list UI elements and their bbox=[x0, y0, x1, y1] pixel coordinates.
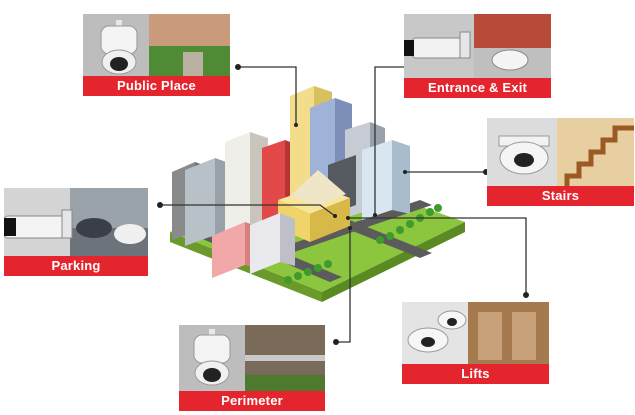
parking-label: Parking bbox=[4, 256, 148, 276]
speed-dome-camera-icon bbox=[179, 325, 325, 391]
perimeter-photo bbox=[179, 325, 325, 391]
lifts-card: Lifts bbox=[402, 302, 549, 384]
stairs-card: Stairs bbox=[487, 118, 634, 206]
entrance-exit-label: Entrance & Exit bbox=[404, 78, 551, 98]
stairs-photo bbox=[487, 118, 634, 186]
lifts-label: Lifts bbox=[402, 364, 549, 384]
bullet-camera-icon bbox=[4, 188, 148, 256]
entrance-exit-card: Entrance & Exit bbox=[404, 14, 551, 98]
stairs-label: Stairs bbox=[487, 186, 634, 206]
speed-dome-camera-icon bbox=[83, 14, 230, 76]
perimeter-card: Perimeter bbox=[179, 325, 325, 411]
bullet-camera-icon bbox=[404, 14, 551, 78]
parking-card: Parking bbox=[4, 188, 148, 276]
entrance-exit-photo bbox=[404, 14, 551, 78]
lifts-photo bbox=[402, 302, 549, 364]
public-place-card: Public Place bbox=[83, 14, 230, 96]
dome-camera-icon bbox=[487, 118, 634, 186]
perimeter-label: Perimeter bbox=[179, 391, 325, 411]
parking-photo bbox=[4, 188, 148, 256]
public-place-label: Public Place bbox=[83, 76, 230, 96]
mini-dome-camera-icon bbox=[402, 302, 549, 364]
public-place-photo bbox=[83, 14, 230, 76]
